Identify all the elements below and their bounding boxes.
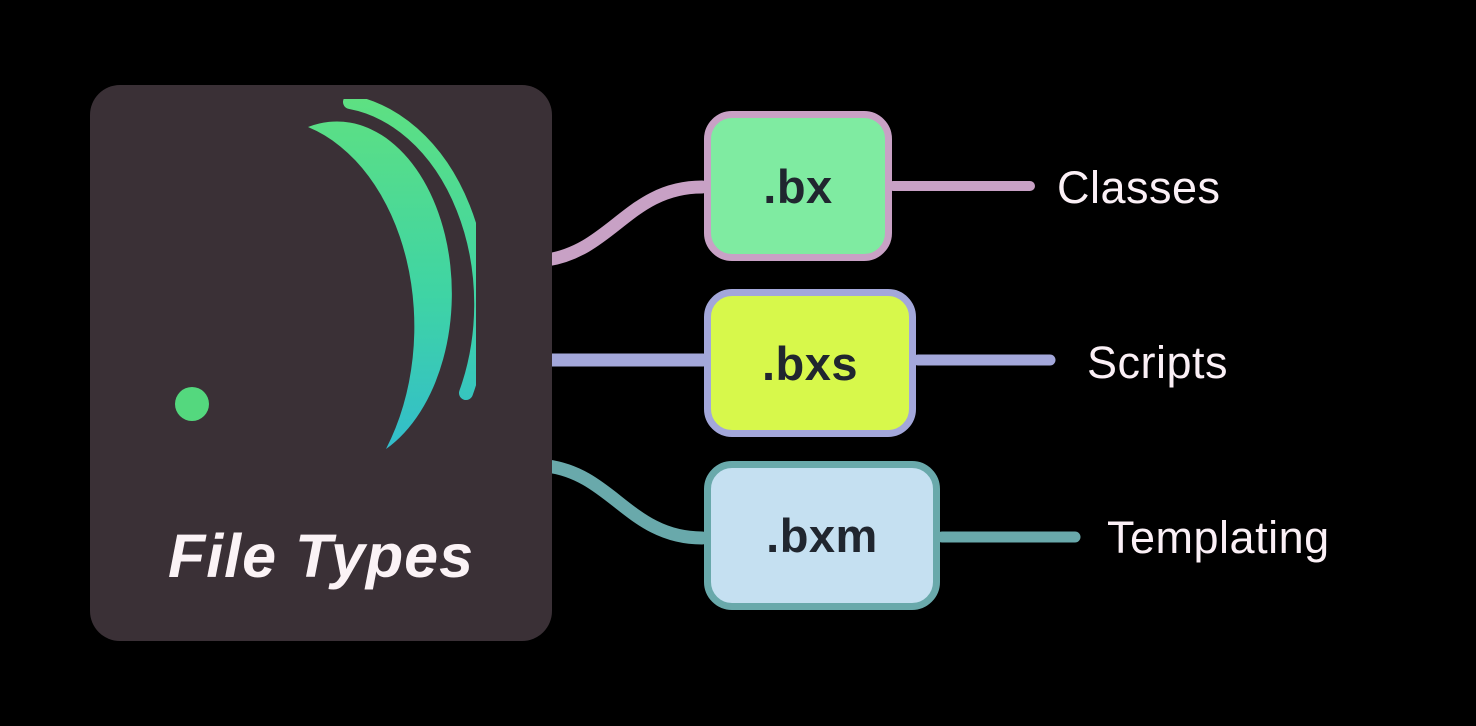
file-type-box-bxm: .bxm	[704, 461, 940, 610]
connector-card-to-bxm	[540, 459, 709, 545]
logo-crescent	[308, 121, 452, 449]
file-extension-label-bxs: .bxs	[761, 336, 859, 390]
category-label-scripts: Scripts	[1087, 337, 1229, 388]
boxlang-crescent-logo-icon	[175, 99, 476, 449]
category-label-templating: Templating	[1107, 512, 1330, 563]
file-extension-label-bxm: .bxm	[766, 509, 878, 562]
file-types-card: File Types	[90, 85, 552, 641]
card-title: File Types	[167, 522, 475, 590]
file-type-box-bx: .bx	[704, 111, 892, 261]
file-type-box-bxs: .bxs	[704, 289, 916, 437]
file-extension-label-bx: .bx	[763, 159, 833, 213]
logo-dot	[175, 387, 209, 421]
category-label-classes: Classes	[1057, 162, 1221, 213]
logo-outer-arc	[343, 99, 476, 400]
connector-card-to-bx	[540, 180, 709, 267]
